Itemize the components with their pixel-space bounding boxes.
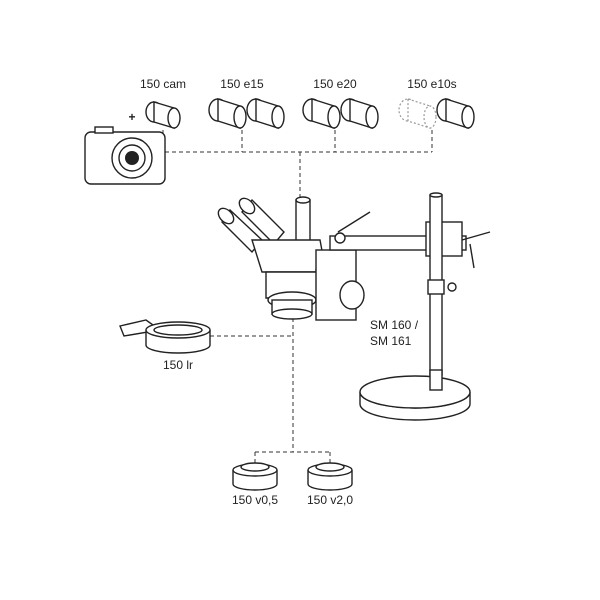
microscope-stand [315, 192, 491, 421]
label-150-e10s: 150 e10s [407, 77, 457, 91]
camera-icon [84, 126, 166, 185]
label-150-v20: 150 v2,0 [306, 493, 354, 507]
plus-sign: + [128, 110, 136, 124]
ring-light [119, 319, 211, 354]
eyepiece-cam [145, 101, 181, 129]
lens-05 [232, 462, 278, 491]
lens-20 [307, 462, 353, 491]
microscope-head [217, 196, 333, 320]
eyepieces-e10s [398, 98, 475, 129]
label-150-v05: 150 v0,5 [231, 493, 279, 507]
label-sm-161: SM 161 [370, 334, 412, 348]
label-sm-160: SM 160 / [370, 318, 419, 332]
eyepieces-e20 [302, 98, 379, 129]
label-150-lr: 150 lr [162, 358, 194, 372]
label-150-e20: 150 e20 [313, 77, 357, 91]
label-150-cam: 150 cam [139, 77, 187, 91]
eyepieces-e15 [208, 98, 285, 129]
label-150-e15: 150 e15 [220, 77, 264, 91]
